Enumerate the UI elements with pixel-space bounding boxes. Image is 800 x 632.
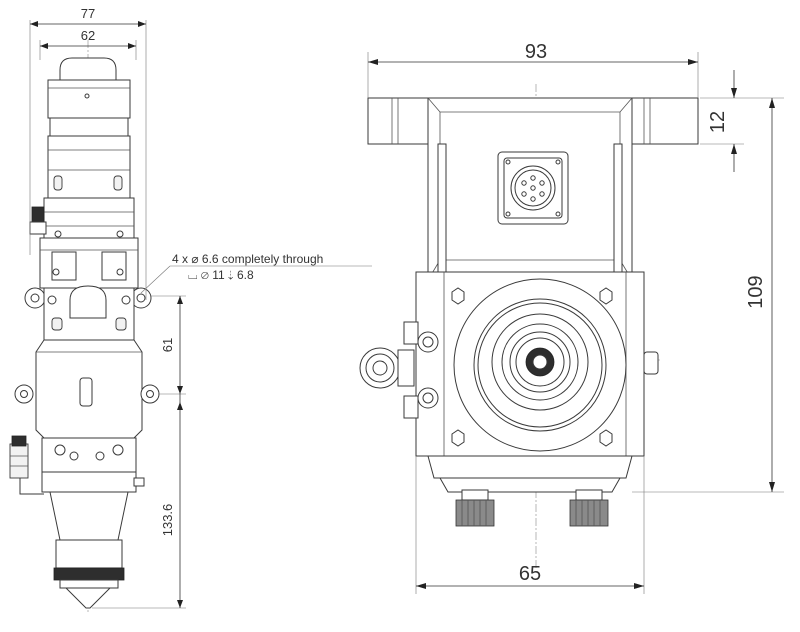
side-top-cap xyxy=(59,57,117,81)
dim-side-height-upper: 61 xyxy=(160,338,175,352)
side-collar xyxy=(49,117,129,137)
callout-line-2: ⌴ ⌀ 11 ⇣ 6.8 xyxy=(188,268,254,282)
front-lens-assembly xyxy=(453,278,627,452)
dim-side-width-outer: 77 xyxy=(81,6,95,21)
front-knurled-knobs xyxy=(455,489,609,527)
side-sight-window xyxy=(79,377,93,407)
dim-front-total-height: 109 xyxy=(745,275,767,308)
side-view xyxy=(9,40,160,612)
front-side-fittings xyxy=(359,321,439,419)
side-cable-fitting xyxy=(9,435,44,495)
side-nozzle-body xyxy=(49,491,129,541)
side-mount-lugs xyxy=(24,287,152,309)
side-top-body xyxy=(47,79,131,119)
side-nozzle-tip xyxy=(64,587,112,609)
dim-front-width-top: 93 xyxy=(525,41,547,63)
side-lower-body xyxy=(41,437,137,473)
dim-side-height-lower: 133.6 xyxy=(160,504,175,537)
hole-callout: 4 x ⌀ 6.6 completely through ⌴ ⌀ 11 ⇣ 6.… xyxy=(140,252,372,294)
front-view xyxy=(359,84,699,570)
dim-side-width-inner: 62 xyxy=(81,28,95,43)
side-nozzle-ring xyxy=(53,567,125,581)
front-hex-bolts xyxy=(451,287,613,447)
front-dimensions: 93 12 109 65 xyxy=(367,41,784,594)
callout-line-1: 4 x ⌀ 6.6 completely through xyxy=(172,252,323,266)
side-dimensions: 77 62 61 133.6 xyxy=(29,6,186,609)
dim-front-flange-height: 12 xyxy=(707,111,729,133)
front-connector-socket xyxy=(497,151,569,225)
dim-front-width-bottom: 65 xyxy=(519,563,541,585)
